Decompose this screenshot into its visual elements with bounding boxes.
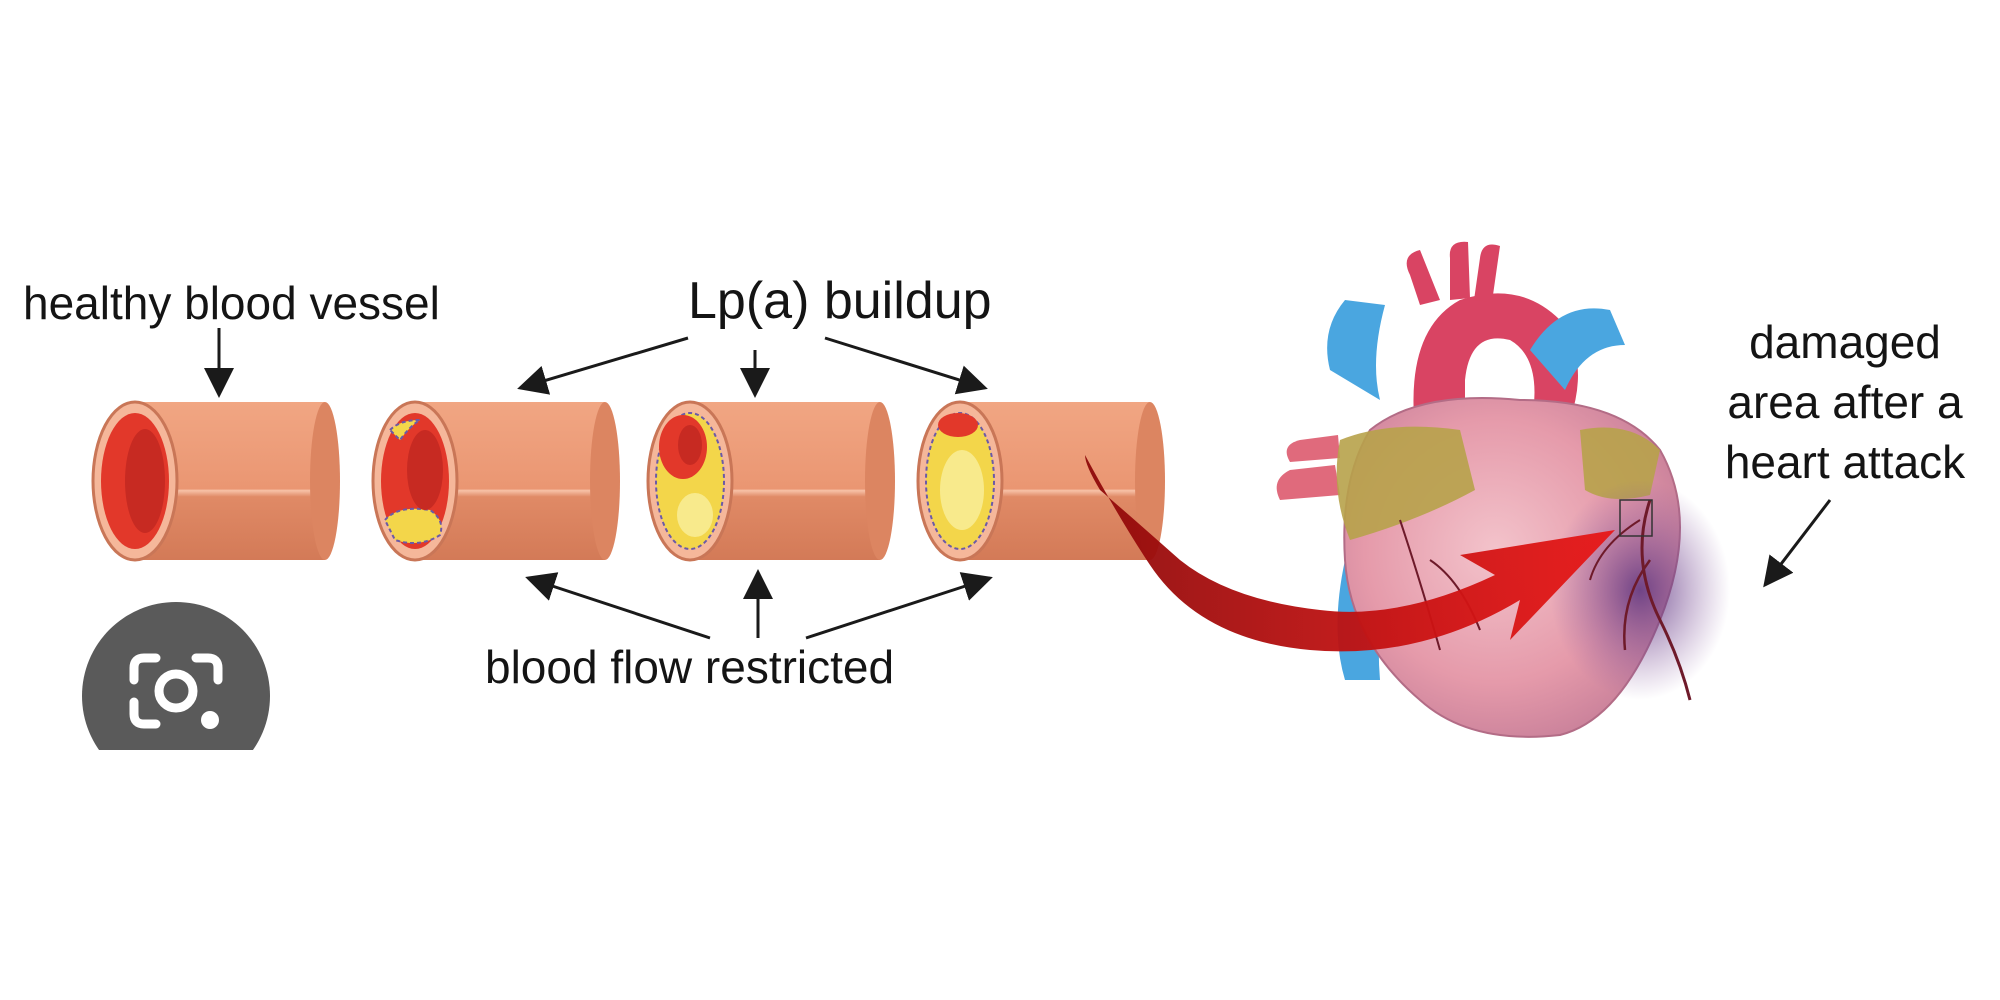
label-healthy-vessel: healthy blood vessel — [23, 277, 440, 329]
arrow-to-damaged — [1763, 499, 1832, 588]
label-damaged-line-2: area after a — [1727, 376, 1963, 428]
label-damaged-line-1: damaged — [1749, 316, 1941, 368]
pointer-arrows — [204, 328, 1832, 640]
heart-illustration — [1276, 241, 1730, 738]
camera-lens-icon — [129, 653, 223, 729]
vessel-buildup-early — [371, 400, 620, 562]
arrow-restricted-right — [805, 572, 993, 640]
lens-search-button[interactable] — [82, 602, 270, 750]
arrow-buildup-left — [517, 336, 689, 395]
arrow-buildup-right — [824, 336, 988, 395]
red-flow-arrow — [1085, 455, 1615, 652]
label-lpa-buildup: Lp(a) buildup — [688, 272, 992, 330]
label-blood-flow-restricted: blood flow restricted — [485, 641, 895, 693]
vessel-healthy — [91, 400, 340, 562]
vessel-buildup-moderate — [646, 400, 895, 562]
label-damaged-area: damaged area after a heart attack — [1700, 312, 1990, 492]
label-damaged-line-3: heart attack — [1724, 436, 1966, 488]
vessel-buildup-severe — [916, 400, 1165, 562]
arrow-restricted-left — [525, 572, 711, 640]
